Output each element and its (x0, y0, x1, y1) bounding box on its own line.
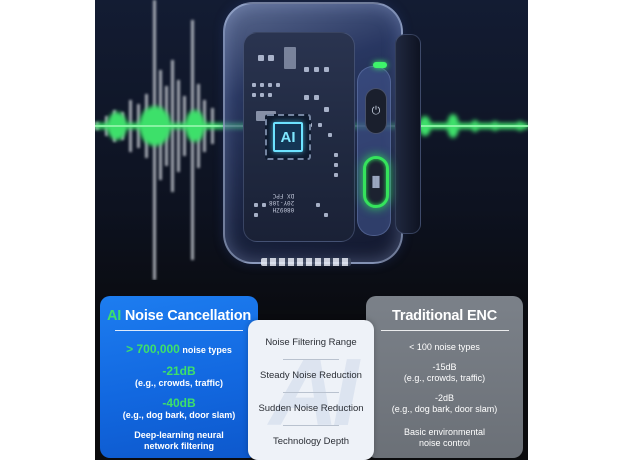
criteria-noise-filtering-range: Noise Filtering Range (265, 337, 357, 348)
criteria-steady-noise-reduction: Steady Noise Reduction (260, 370, 362, 381)
wireless-microphone-device: AI 0809ZH 20Y-108 DX FPC ⏻ ▐▌ (223, 2, 421, 266)
trad-sudden-reduction: -2dB (e.g., dog bark, door slam) (391, 393, 498, 414)
ai-card-title: AI Noise Cancellation (106, 308, 252, 324)
noise-cancel-button[interactable]: ▐▌ (363, 156, 389, 208)
waveform-icon: ▐▌ (368, 176, 384, 188)
comparison-criteria-card: AI Noise Filtering Range Steady Noise Re… (248, 320, 374, 460)
traditional-enc-card: Traditional ENC < 100 noise types -15dB … (366, 296, 523, 458)
ai-steady-reduction: -21dB (e.g., crowds, traffic) (134, 364, 223, 388)
trad-card-title: Traditional ENC (392, 308, 497, 324)
ai-sudden-reduction: -40dB (e.g., dog bark, door slam) (122, 396, 236, 420)
trad-steady-reduction: -15dB (e.g., crowds, traffic) (403, 362, 486, 383)
status-led (373, 62, 387, 68)
ai-chip-label: AI (273, 122, 303, 152)
criteria-technology-depth: Technology Depth (272, 436, 350, 447)
trad-technology-depth: Basic environmental noise control (403, 427, 486, 448)
product-hero-panel: AI 0809ZH 20Y-108 DX FPC ⏻ ▐▌ AI Noise C… (95, 0, 528, 460)
ai-card-divider (115, 330, 243, 331)
criteria-divider (283, 392, 339, 393)
ai-noise-types: > 700,000 noise types (126, 342, 232, 356)
ai-noise-cancellation-card: AI Noise Cancellation > 700,000 noise ty… (100, 296, 258, 458)
trad-card-divider (380, 330, 509, 331)
device-clip (395, 34, 421, 234)
criteria-divider (283, 359, 339, 360)
trad-noise-types: < 100 noise types (409, 342, 480, 352)
ai-chip: AI (265, 114, 311, 160)
board-print-text: 0809ZH 20Y-108 DX FPC (269, 192, 295, 213)
criteria-divider (283, 425, 339, 426)
criteria-sudden-noise-reduction: Sudden Noise Reduction (258, 403, 364, 414)
ai-technology-depth: Deep-learning neural network filtering (134, 430, 224, 451)
power-button[interactable]: ⏻ (365, 88, 387, 134)
power-icon: ⏻ (371, 104, 381, 117)
connector-pins (261, 258, 351, 266)
